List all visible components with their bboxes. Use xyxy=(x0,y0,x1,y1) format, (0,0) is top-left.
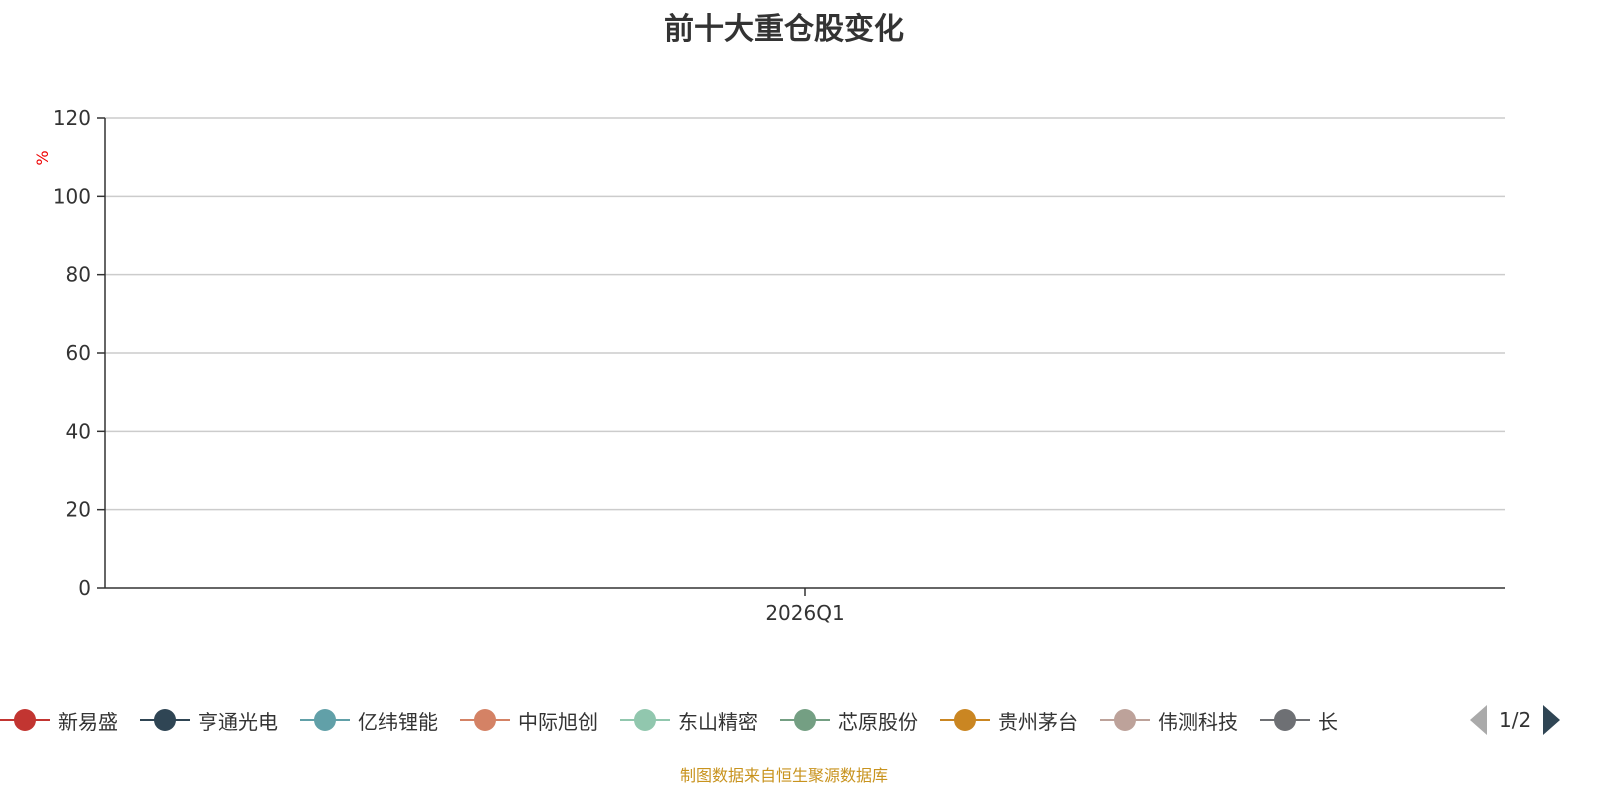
legend-label: 芯原股份 xyxy=(838,709,918,734)
data-source-note: 制图数据来自恒生聚源数据库 xyxy=(679,766,888,785)
y-tick-label: 120 xyxy=(53,106,91,130)
legend-item[interactable]: 东山精密 xyxy=(620,704,758,736)
legend-item[interactable]: 贵州茅台 xyxy=(940,704,1078,736)
x-tick-label: 2026Q1 xyxy=(765,601,844,625)
y-tick-label: 0 xyxy=(78,576,91,600)
legend-label: 新易盛 xyxy=(58,709,118,734)
chart-title: 前十大重仓股变化 xyxy=(664,12,904,47)
legend-label: 伟测科技 xyxy=(1158,709,1238,734)
legend-label: 亿纬锂能 xyxy=(358,709,438,734)
legend-item[interactable]: 伟测科技 xyxy=(1100,704,1238,736)
y-axis-label: % xyxy=(33,150,52,165)
legend-label: 中际旭创 xyxy=(518,709,598,734)
legend-marker-icon xyxy=(300,709,350,731)
legend-item[interactable]: 亿纬锂能 xyxy=(300,704,438,736)
legend-marker-icon xyxy=(940,709,990,731)
legend-label: 贵州茅台 xyxy=(998,709,1078,734)
legend-label: 长 xyxy=(1318,709,1338,734)
y-tick-label: 100 xyxy=(53,184,91,208)
legend-pager: 1/2 xyxy=(1470,704,1561,736)
legend-item[interactable]: 新易盛 xyxy=(0,704,118,736)
legend-prev-page-icon[interactable] xyxy=(1470,705,1487,735)
chart-plot: 0 20 40 60 80 100 120 2026Q1% xyxy=(33,106,1505,625)
legend-marker-icon xyxy=(140,709,190,731)
legend-label: 亨通光电 xyxy=(198,709,278,734)
legend-label: 东山精密 xyxy=(678,709,758,734)
y-tick-label: 80 xyxy=(66,263,91,287)
y-tick-label: 20 xyxy=(66,498,91,522)
legend-item[interactable]: 中际旭创 xyxy=(460,704,598,736)
legend-page-indicator: 1/2 xyxy=(1499,708,1532,732)
legend-marker-icon xyxy=(1100,709,1150,731)
legend: 新易盛 亨通光电 亿纬锂能 中际旭创 东山精密 芯原股份 贵州茅台 伟测科技 长 xyxy=(0,704,1462,736)
legend-item[interactable]: 长 xyxy=(1260,704,1338,736)
legend-marker-icon xyxy=(620,709,670,731)
y-tick-label: 60 xyxy=(66,341,91,365)
legend-next-page-icon[interactable] xyxy=(1543,705,1561,735)
legend-marker-icon xyxy=(460,709,510,731)
legend-marker-icon xyxy=(1260,709,1310,731)
legend-item[interactable]: 亨通光电 xyxy=(140,704,278,736)
legend-item[interactable]: 芯原股份 xyxy=(780,704,918,736)
legend-marker-icon xyxy=(0,709,50,731)
legend-marker-icon xyxy=(780,709,830,731)
y-tick-label: 40 xyxy=(66,419,91,443)
